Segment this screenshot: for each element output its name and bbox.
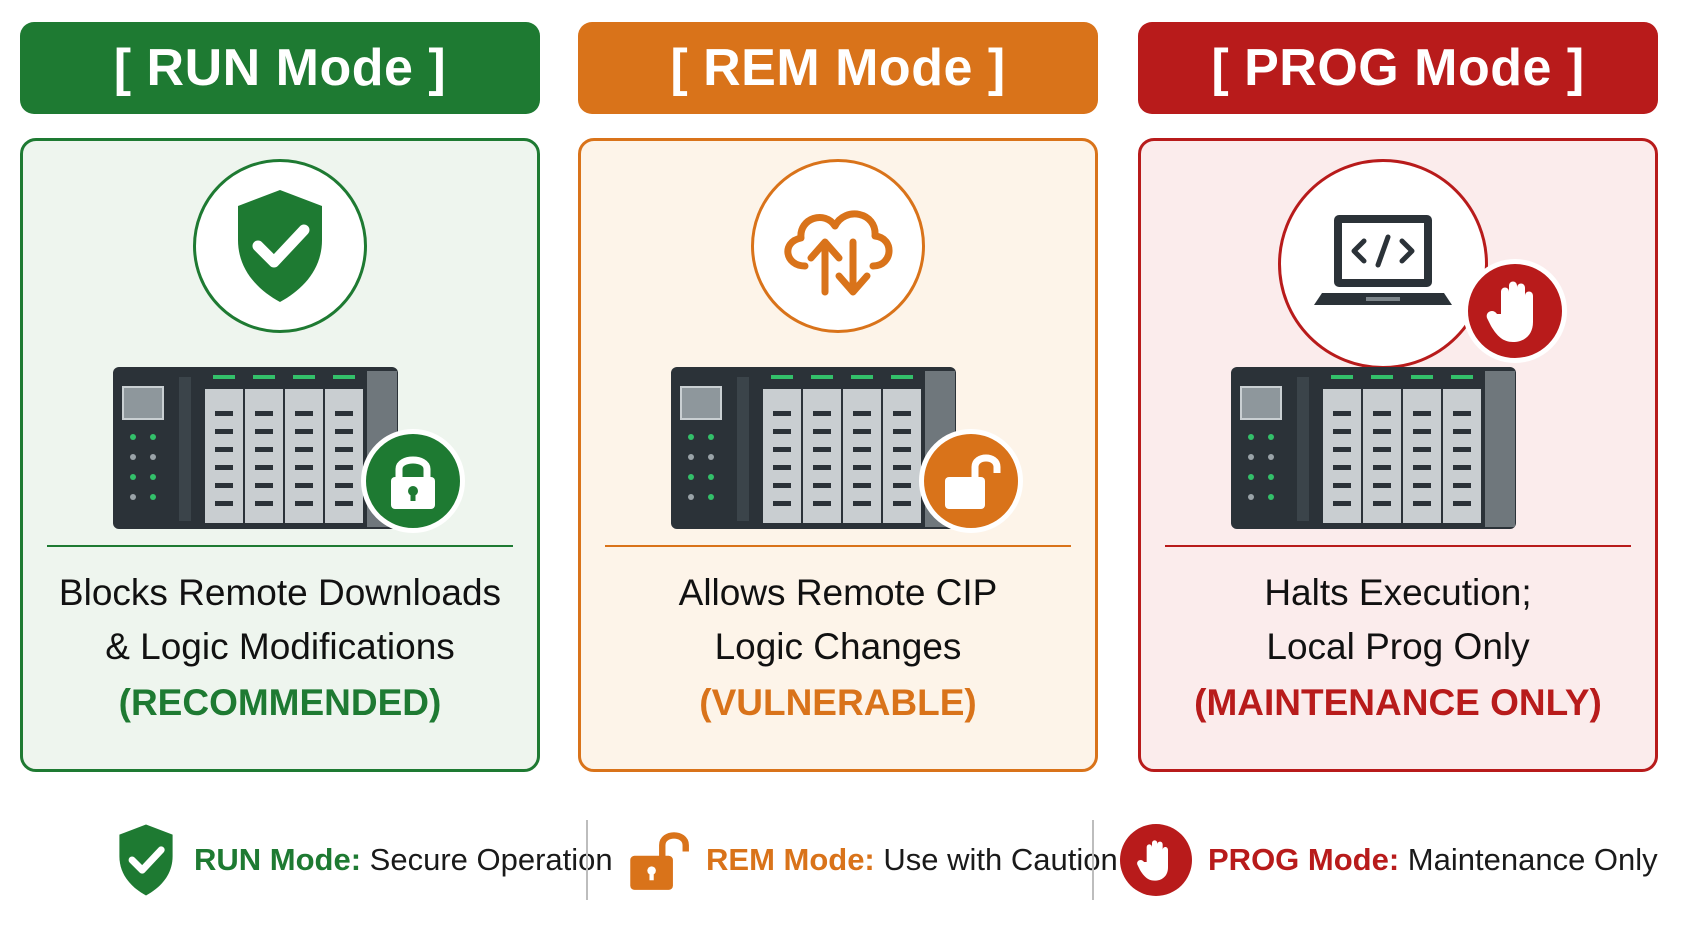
prog-mode-panel: Halts Execution; Local Prog Only (MAINTE… — [1138, 138, 1658, 772]
shield-check-icon — [238, 190, 322, 302]
run-mode-title: [ RUN Mode ] — [113, 39, 447, 97]
prog-mode-title: [ PROG Mode ] — [1211, 39, 1585, 97]
legend-prog-label: PROG Mode: — [1208, 842, 1400, 877]
legend-rem-label: REM Mode: — [706, 842, 875, 877]
plc-controller — [113, 341, 465, 533]
prog-desc-line-2: Local Prog Only — [1266, 626, 1530, 667]
prog-desc-line-1: Halts Execution; — [1264, 572, 1532, 613]
run-desc-line-1: Blocks Remote Downloads — [58, 572, 502, 613]
legend-item-prog: PROG Mode: Maintenance Only — [1120, 812, 1658, 908]
prog-mode-column: [ PROG Mode ] — [1138, 22, 1658, 772]
run-mode-panel: Blocks Remote Downloads & Logic Modifica… — [20, 138, 540, 772]
legend-run-label: RUN Mode: — [194, 842, 362, 877]
rem-status-tag: (VULNERABLE) — [699, 682, 977, 723]
rem-icon-circle — [751, 159, 925, 333]
plc-controller — [1231, 341, 1571, 531]
legend-separator — [1092, 820, 1094, 900]
rem-mode-panel: Allows Remote CIP Logic Changes (VULNERA… — [578, 138, 1098, 772]
prog-status-tag: (MAINTENANCE ONLY) — [1194, 682, 1602, 723]
legend-separator — [586, 820, 588, 900]
prog-mode-header: [ PROG Mode ] — [1138, 22, 1658, 114]
run-description: Blocks Remote Downloads & Logic Modifica… — [23, 566, 537, 730]
legend-run-text: Secure Operation — [369, 842, 613, 877]
legend-prog-text: Maintenance Only — [1407, 842, 1658, 877]
rem-mode-column: [ REM Mode ] — [578, 22, 1098, 772]
rem-mode-title: [ REM Mode ] — [670, 39, 1006, 97]
stop-hand-icon — [1463, 259, 1567, 363]
laptop-code-icon — [1314, 215, 1452, 305]
prog-icon-circle — [1278, 159, 1488, 369]
legend: RUN Mode: Secure Operation REM Mode: Use… — [0, 812, 1692, 908]
rem-divider — [605, 545, 1071, 547]
legend-item-run: RUN Mode: Secure Operation — [114, 812, 613, 908]
rem-mode-header: [ REM Mode ] — [578, 22, 1098, 114]
shield-check-icon — [119, 824, 173, 896]
unlocked-padlock-icon — [919, 429, 1023, 533]
locked-padlock-icon — [361, 429, 465, 533]
plc-controller — [671, 341, 1023, 533]
prog-divider — [1165, 545, 1631, 547]
rem-description: Allows Remote CIP Logic Changes (VULNERA… — [581, 566, 1095, 730]
run-divider — [47, 545, 513, 547]
cloud-sync-icon — [784, 210, 893, 296]
run-mode-header: [ RUN Mode ] — [20, 22, 540, 114]
run-status-tag: (RECOMMENDED) — [118, 682, 442, 723]
rem-desc-line-1: Allows Remote CIP — [678, 572, 998, 613]
legend-item-rem: REM Mode: Use with Caution — [626, 812, 1118, 908]
stop-hand-icon — [1120, 824, 1192, 896]
legend-rem-text: Use with Caution — [883, 842, 1118, 877]
unlocked-padlock-icon — [630, 832, 689, 890]
prog-description: Halts Execution; Local Prog Only (MAINTE… — [1141, 566, 1655, 730]
run-desc-line-2: & Logic Modifications — [105, 626, 455, 667]
run-icon-circle — [193, 159, 367, 333]
run-mode-column: [ RUN Mode ] — [20, 22, 540, 772]
rem-desc-line-2: Logic Changes — [714, 626, 962, 667]
